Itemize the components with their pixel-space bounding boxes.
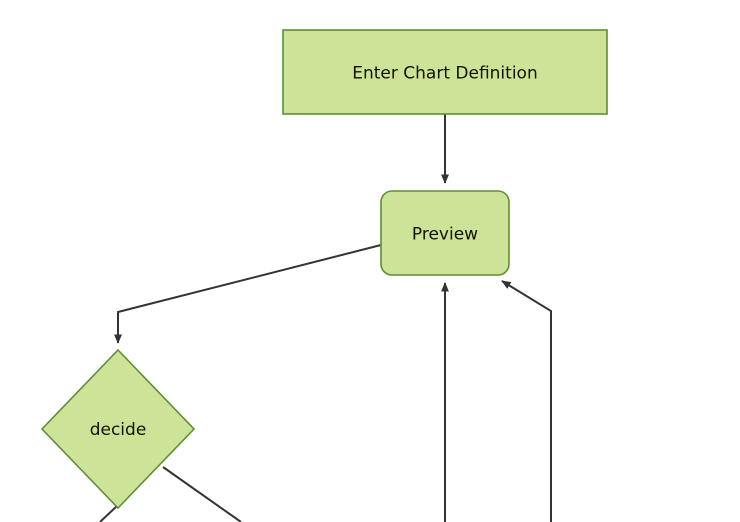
edge-bottom-right-to-preview [501,280,552,522]
node-decide-shape[interactable] [40,348,196,510]
node-decide[interactable]: decide [40,348,196,510]
node-decide-label: decide [90,420,147,440]
node-preview[interactable]: Preview [380,190,510,276]
node-enter-chart-definition[interactable]: Enter Chart Definition [282,29,608,115]
edge-decide-to-bottom-right [162,466,242,522]
edge-preview-to-decide [114,244,382,344]
node-preview-shape[interactable] [380,190,510,276]
edge-layer [99,114,552,522]
node-enter-label: Enter Chart Definition [352,64,537,84]
node-preview-label: Preview [412,225,478,245]
edge-decide-to-bottom-left [99,504,119,522]
node-enter-shape[interactable] [282,29,608,115]
